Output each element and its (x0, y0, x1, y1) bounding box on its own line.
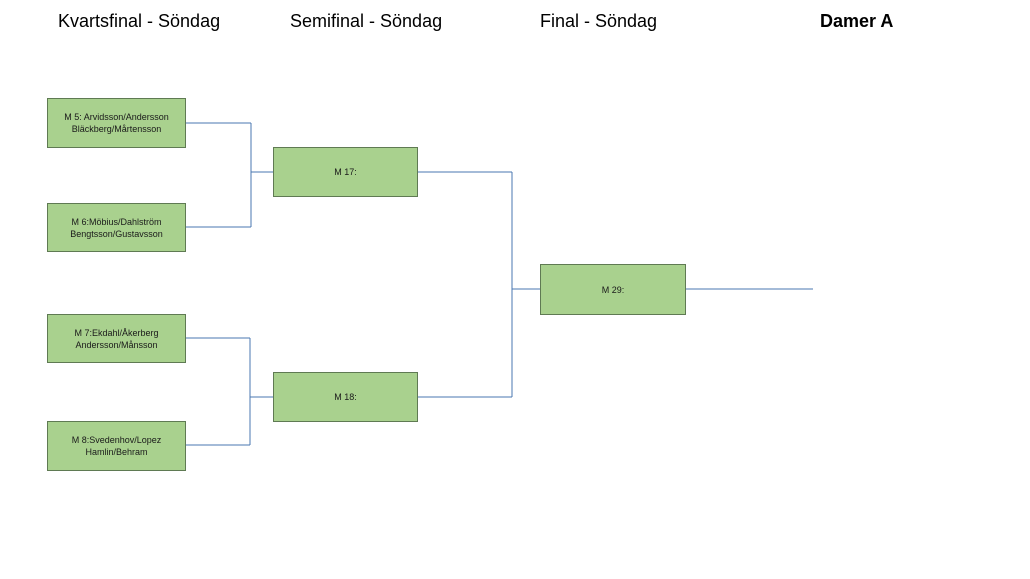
match-m18: M 18: (273, 372, 418, 422)
match-m17: M 17: (273, 147, 418, 197)
match-m8-line2: Hamlin/Behram (85, 447, 148, 457)
match-m18-label: M 18: (334, 392, 357, 402)
match-m6-line2: Bengtsson/Gustavsson (70, 228, 163, 239)
match-m6-line1: M 6:Möbius/Dahlström (71, 216, 162, 227)
final-heading: Final - Söndag (540, 11, 658, 31)
match-m8: M 8:Svedenhov/Lopez Hamlin/Behram (47, 421, 186, 471)
match-m6: M 6:Möbius/Dahlström Bengtsson/Gustavsso… (47, 203, 186, 252)
match-m29-label: M 29: (601, 284, 625, 295)
match-m7-line1: M 7:Ekdahl/Åkerberg (74, 327, 159, 338)
match-m8-line1: M 8:Svedenhov/Lopez (71, 435, 162, 445)
match-m7: M 7:Ekdahl/Åkerberg Andersson/Månsson (47, 314, 186, 363)
semifinal-heading: Semifinal - Söndag (290, 11, 443, 31)
quarterfinal-heading: Kvartsfinal - Söndag (58, 11, 221, 31)
match-m5-line2: Bläckberg/Mårtensson (71, 124, 162, 134)
match-m17-label: M 17: (334, 167, 357, 177)
event-title: Damer A (820, 11, 894, 31)
match-m29: M 29: (540, 264, 686, 315)
match-m5: M 5: Arvidsson/Andersson Bläckberg/Mårte… (47, 98, 186, 148)
match-m5-line1: M 5: Arvidsson/Andersson (64, 112, 169, 122)
match-m7-line2: Andersson/Månsson (75, 339, 158, 350)
